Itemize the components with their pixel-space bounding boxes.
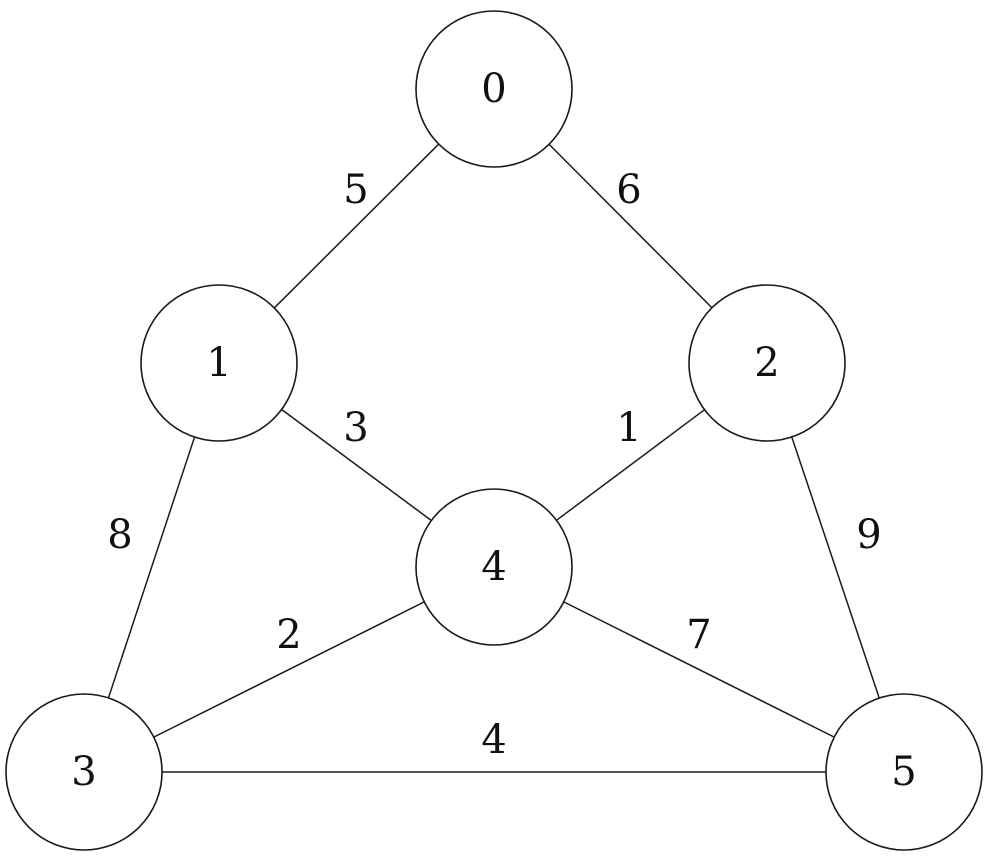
node-5: 5 [825, 693, 983, 851]
edge-weight-1-4: 3 [343, 405, 368, 451]
node-3: 3 [5, 693, 163, 851]
node-circle-0 [415, 10, 573, 168]
edge-weight-3-5: 4 [481, 717, 506, 763]
edge-weight-4-5: 7 [686, 612, 711, 658]
node-label-2: 2 [754, 340, 779, 386]
node-label-0: 0 [481, 66, 506, 112]
node-label-3: 3 [71, 749, 96, 795]
node-circle-1 [140, 284, 298, 442]
edge-weight-2-5: 9 [856, 512, 881, 558]
node-label-5: 5 [891, 749, 916, 795]
edge-0-1 [273, 143, 440, 309]
weights-layer: 5 6 3 1 8 9 2 7 4 [107, 167, 881, 763]
edge-1-3 [107, 436, 196, 699]
edge-1-4 [281, 408, 432, 522]
node-2: 2 [688, 284, 846, 442]
edge-3-4 [153, 601, 425, 738]
edge-4-5 [563, 601, 835, 738]
node-1: 1 [140, 284, 298, 442]
node-label-4: 4 [481, 544, 506, 590]
edge-weight-0-1: 5 [343, 167, 368, 213]
edges-layer [107, 143, 880, 773]
node-circle-2 [688, 284, 846, 442]
edge-weight-0-2: 6 [616, 167, 641, 213]
nodes-layer: 0 1 2 3 4 5 [5, 10, 983, 851]
node-circle-5 [825, 693, 983, 851]
edge-2-4 [556, 409, 705, 521]
node-circle-3 [5, 693, 163, 851]
edge-weight-3-4: 2 [276, 612, 301, 658]
node-circle-4 [415, 488, 573, 646]
edge-2-5 [791, 436, 880, 699]
node-4: 4 [415, 488, 573, 646]
edge-0-2 [548, 143, 713, 309]
edge-weight-2-4: 1 [616, 405, 641, 451]
node-0: 0 [415, 10, 573, 168]
edge-weight-1-3: 8 [107, 512, 132, 558]
node-label-1: 1 [206, 340, 231, 386]
